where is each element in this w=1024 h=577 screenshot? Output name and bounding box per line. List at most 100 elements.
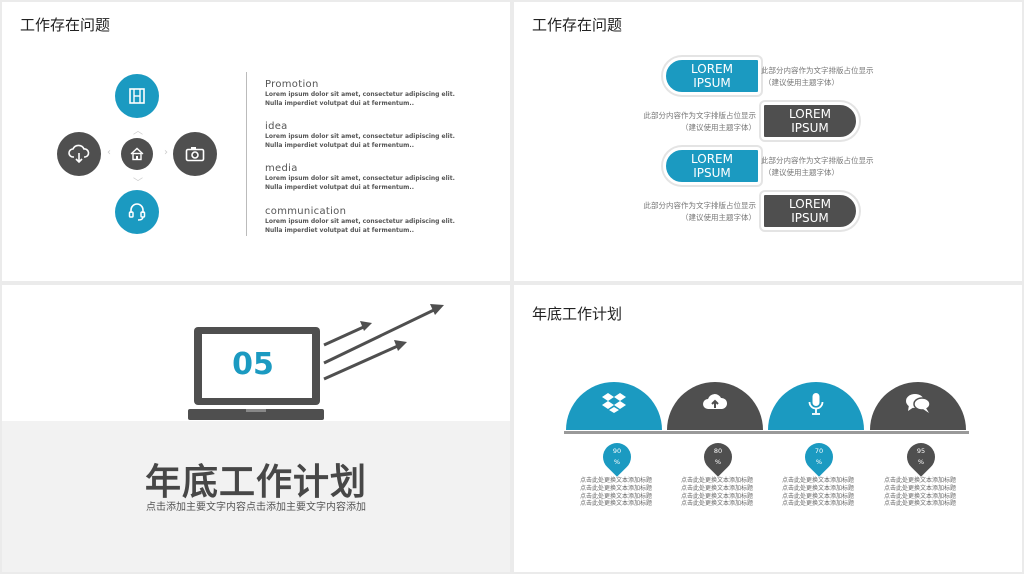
chevron-left-icon: ‹: [107, 147, 111, 158]
desc-line: 点击此处更换文本添加标题: [883, 477, 956, 484]
pill-line2: IPSUM: [693, 76, 731, 90]
pin-value: 70: [814, 447, 824, 455]
slide-plan[interactable]: 年底工作计划 90% 80% 70% 95% 点击此处更换文本添加标题 点击此处…: [514, 285, 1022, 572]
list-item: Promotion Lorem ipsum dolor sit amet, co…: [265, 79, 495, 108]
film-icon: [129, 88, 145, 104]
desc-line: 点击此处更换文本添加标题: [579, 500, 652, 508]
pin-label: 95%: [907, 446, 935, 468]
camera-icon-circle: [173, 132, 217, 176]
section-number: 05: [232, 347, 274, 382]
item-body-line1: Lorem ipsum dolor sit amet, consectetur …: [265, 175, 455, 182]
section-subtitle: 点击添加主要文字内容点击添加主要文字内容添加: [146, 502, 366, 513]
slide-title: 工作存在问题: [532, 16, 623, 34]
pill-line1: LOREM: [789, 197, 831, 211]
list-item: media Lorem ipsum dolor sit amet, consec…: [265, 163, 495, 192]
column-desc: 点击此处更换文本添加标题 点击此处更换文本添加标题 点击此处更换文本添加标题 点…: [672, 477, 762, 508]
slide-problems-1[interactable]: 工作存在问题 ︿ ﹀ ‹ › Promotion Lorem ipsum dol…: [2, 2, 510, 281]
desc-line: 点击此处更换文本添加标题: [781, 500, 854, 508]
desc-line: 点击此处更换文本添加标题: [680, 492, 753, 500]
pin-label: 90%: [603, 446, 631, 468]
divider: [246, 72, 247, 236]
cloud-upload-icon: [703, 394, 728, 409]
desc-line: 点击此处更换文本添加标题: [579, 492, 652, 500]
pill-line1: LOREM: [691, 62, 733, 76]
desc-line: 点击此处更换文本添加标题: [680, 500, 753, 508]
pill-line2: IPSUM: [791, 211, 829, 225]
desc-line: 点击此处更换文本添加标题: [680, 477, 753, 484]
pin-label: 70%: [805, 446, 833, 468]
pin-label: 80%: [704, 446, 732, 468]
chevron-right-icon: ›: [164, 147, 168, 158]
item-heading: idea: [265, 121, 288, 132]
item-body-line2: Nulla imperdiet volutpat dui at fermentu…: [265, 227, 414, 234]
dropbox-icon: [602, 393, 626, 413]
item-body-line2: Nulla imperdiet volutpat dui at fermentu…: [265, 100, 414, 107]
note-line2: （建议使用主题字体）: [764, 168, 839, 177]
semicircle-4: [870, 382, 966, 430]
slide-title: 工作存在问题: [20, 16, 111, 34]
cloud-download-icon-circle: [57, 132, 101, 176]
item-body-line2: Nulla imperdiet volutpat dui at fermentu…: [265, 142, 414, 149]
note-text: 此部分内容作为文字排版占位显示 （建议使用主题字体）: [626, 200, 757, 224]
pin-unit: %: [714, 458, 722, 466]
desc-line: 点击此处更换文本添加标题: [883, 484, 956, 492]
chevron-up-icon: ︿: [133, 126, 143, 137]
laptop-icon: [188, 304, 444, 420]
pin-value: 90: [612, 447, 622, 455]
note-text: 此部分内容作为文字排版占位显示 （建议使用主题字体）: [761, 155, 891, 179]
chevron-down-icon: ﹀: [133, 178, 143, 189]
headset-icon-circle: [115, 190, 159, 234]
item-body-line1: Lorem ipsum dolor sit amet, consectetur …: [265, 218, 455, 225]
desc-line: 点击此处更换文本添加标题: [680, 484, 753, 492]
home-icon: [130, 147, 144, 161]
item-body-line1: Lorem ipsum dolor sit amet, consectetur …: [265, 133, 455, 140]
desc-line: 点击此处更换文本添加标题: [781, 477, 854, 484]
column-desc: 点击此处更换文本添加标题 点击此处更换文本添加标题 点击此处更换文本添加标题 点…: [773, 477, 863, 508]
note-line2: （建议使用主题字体）: [681, 213, 756, 222]
pin-unit: %: [917, 458, 925, 466]
note-line1: 此部分内容作为文字排版占位显示: [761, 156, 874, 165]
note-line2: （建议使用主题字体）: [681, 123, 756, 132]
note-line2: （建议使用主题字体）: [764, 78, 839, 87]
camera-icon: [185, 147, 205, 162]
semicircle-2: [667, 382, 763, 430]
list-item: idea Lorem ipsum dolor sit amet, consect…: [265, 121, 495, 150]
note-line1: 此部分内容作为文字排版占位显示: [643, 201, 757, 210]
headset-icon: [128, 203, 146, 221]
home-icon-circle: [121, 138, 153, 170]
desc-line: 点击此处更换文本添加标题: [883, 492, 956, 500]
pill-line2: IPSUM: [791, 121, 829, 135]
section-title: 年底工作计划: [144, 462, 367, 503]
item-heading: media: [265, 163, 298, 174]
desc-line: 点击此处更换文本添加标题: [579, 477, 652, 484]
pin-value: 80: [713, 447, 723, 455]
item-heading: communication: [265, 206, 347, 217]
film-icon-circle: [115, 74, 159, 118]
item-heading: Promotion: [265, 79, 319, 90]
list-item: communication Lorem ipsum dolor sit amet…: [265, 206, 495, 235]
column-desc: 点击此处更换文本添加标题 点击此处更换文本添加标题 点击此处更换文本添加标题 点…: [875, 477, 965, 508]
pin-value: 95: [916, 447, 926, 455]
desc-line: 点击此处更换文本添加标题: [781, 492, 854, 500]
next-slides-strip: [0, 574, 1024, 577]
baseline: [564, 431, 969, 434]
desc-line: 点击此处更换文本添加标题: [883, 500, 956, 508]
pill-line1: LOREM: [691, 152, 733, 166]
desc-line: 点击此处更换文本添加标题: [579, 484, 652, 492]
pill-line1: LOREM: [789, 107, 831, 121]
cloud-download-icon: [68, 144, 90, 164]
semicircle-3: [768, 382, 864, 430]
slide-section-title[interactable]: 05 年底工作计划 点击添加主要文字内容点击添加主要文字内容添加: [2, 285, 510, 572]
note-line1: 此部分内容作为文字排版占位显示: [643, 111, 757, 120]
pin-unit: %: [815, 458, 823, 466]
slide-title: 年底工作计划: [532, 305, 623, 323]
microphone-icon: [808, 393, 824, 415]
item-body-line2: Nulla imperdiet volutpat dui at fermentu…: [265, 184, 414, 191]
gray-band: [2, 421, 510, 572]
chat-icon: [906, 394, 931, 413]
